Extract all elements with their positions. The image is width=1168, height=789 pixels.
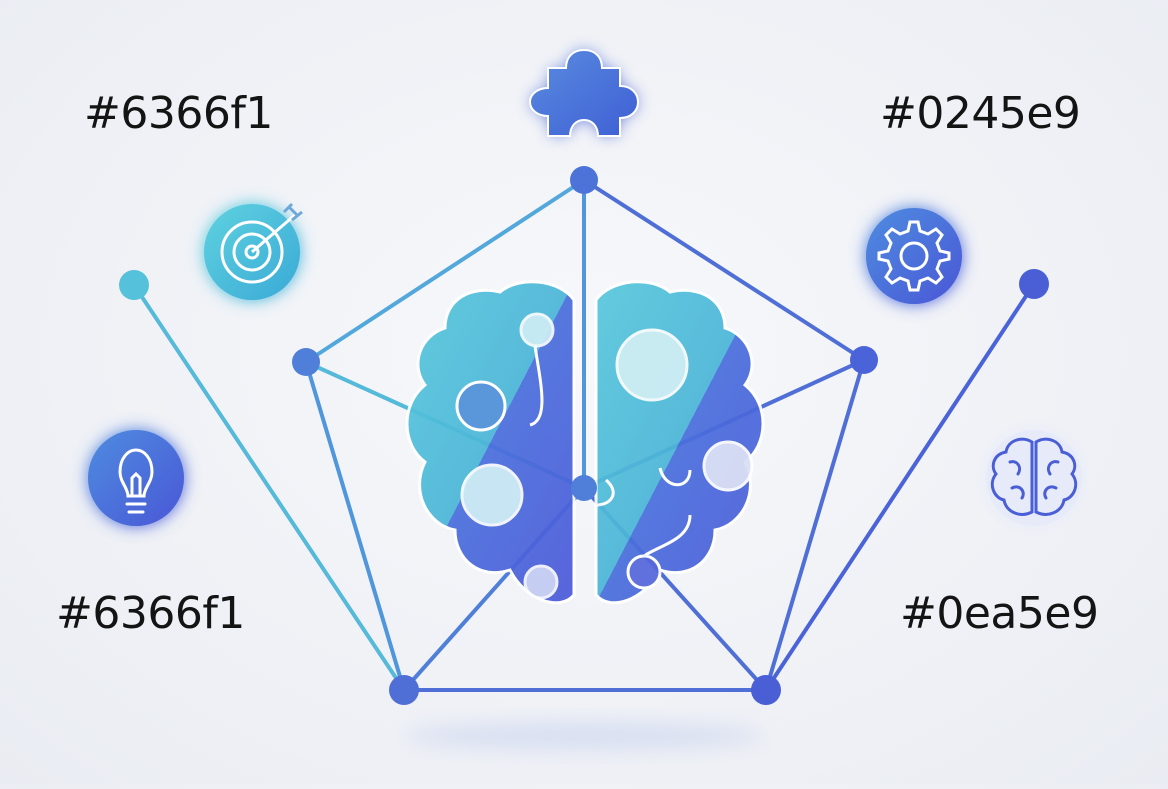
network-edges bbox=[132, 178, 1036, 692]
edge bbox=[764, 358, 866, 692]
brain-illustration bbox=[405, 280, 765, 605]
edge bbox=[764, 282, 1036, 692]
edge bbox=[132, 283, 406, 692]
brain-connector bbox=[643, 514, 692, 558]
brain-left-hemisphere bbox=[405, 280, 576, 605]
floor-shadow bbox=[404, 722, 764, 750]
brain-right-hemisphere bbox=[594, 280, 765, 605]
brain-connector bbox=[529, 345, 544, 427]
brain-node bbox=[615, 328, 689, 402]
edge bbox=[582, 178, 866, 362]
puzzle-icon bbox=[528, 48, 640, 137]
brain-node bbox=[523, 564, 559, 600]
node-far-right bbox=[1019, 269, 1049, 299]
lightbulb-icon bbox=[88, 430, 184, 526]
color-label-bottom-right: #0ea5e9 bbox=[900, 588, 1099, 639]
brain-connector bbox=[658, 467, 692, 487]
node-bottom-right bbox=[751, 675, 781, 705]
brain-node bbox=[460, 463, 524, 527]
color-label-top-left: #6366f1 bbox=[84, 88, 273, 139]
node-far-left bbox=[119, 270, 149, 300]
brain-connector bbox=[595, 478, 615, 507]
brain-outline-icon bbox=[986, 430, 1082, 526]
node-right bbox=[850, 346, 878, 374]
brain-node bbox=[519, 312, 555, 348]
node-center bbox=[571, 475, 597, 501]
gear-icon bbox=[866, 208, 962, 304]
edge bbox=[304, 360, 406, 692]
network-nodes bbox=[119, 166, 1049, 705]
brain-node bbox=[626, 554, 662, 590]
color-label-top-right: #0245e9 bbox=[880, 88, 1081, 139]
target-icon bbox=[204, 202, 303, 300]
edge bbox=[304, 178, 586, 364]
color-label-bottom-left: #6366f1 bbox=[56, 588, 245, 639]
node-left bbox=[292, 348, 320, 376]
brain-node bbox=[702, 440, 754, 492]
node-bottom-left bbox=[389, 675, 419, 705]
node-top bbox=[570, 166, 598, 194]
brain-node bbox=[455, 380, 507, 432]
